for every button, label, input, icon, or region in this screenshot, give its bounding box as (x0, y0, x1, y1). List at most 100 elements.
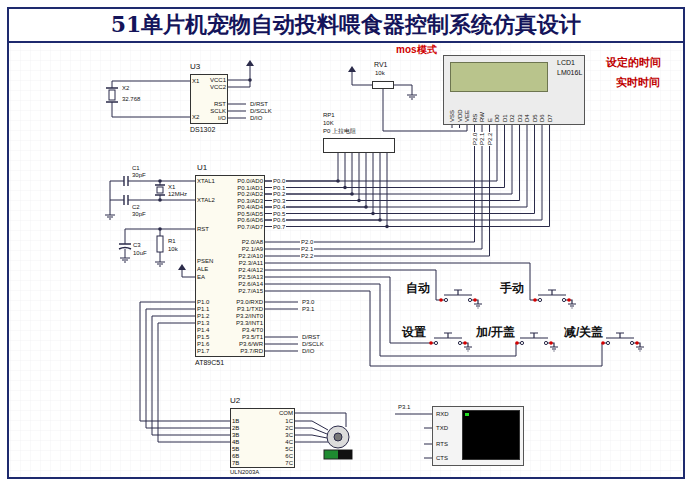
wire (265, 153, 366, 207)
wire (265, 153, 373, 214)
pin-name: 4B (232, 439, 239, 445)
state-dot (473, 298, 477, 302)
pin-name: E (487, 118, 493, 122)
resistor-pack: RP110KP0 上拉电阻 (323, 138, 395, 153)
net-label: P0.7 (272, 224, 286, 230)
net-label: D/IO (250, 115, 262, 121)
pin-name: P2.4/A12 (238, 267, 263, 273)
pin-name: P2.1/A9 (242, 246, 263, 252)
button-label: 自动 (406, 282, 430, 294)
wire (265, 153, 345, 188)
net-label: P2.2 (300, 253, 314, 259)
pin-name: P2.5/A13 (238, 274, 263, 280)
button-label: 手动 (500, 282, 524, 294)
net-label: P0.2 (272, 191, 286, 197)
pin-name: P0.1/AD1 (237, 185, 263, 191)
junction-dot (158, 227, 162, 231)
wire (265, 125, 497, 181)
pin-name: X2 (192, 114, 199, 120)
pin-name: PSEN (197, 258, 213, 264)
pin-name: D1 (502, 114, 508, 122)
button-contact (458, 341, 461, 344)
state-dot (635, 341, 639, 345)
state-dot (567, 298, 571, 302)
pin-name: P3.7/RD (240, 348, 263, 354)
pin-name: VDD (457, 109, 463, 122)
part-value: 10k (375, 70, 385, 76)
part-value: 32.768 (122, 96, 140, 102)
pin-name: ALE (197, 266, 208, 272)
net-label: P0.1 (272, 185, 286, 191)
pin-name: P1.5 (197, 334, 209, 340)
part-value: 30pF (132, 172, 146, 178)
pin-name: P3.4/T0 (242, 327, 263, 333)
pin-name: VCC1 (210, 77, 226, 83)
mcu-chip: U1AT89C51XTAL1XTAL2RSTPSENALEEAP1.0P1.1P… (195, 175, 265, 357)
junction-dot (336, 179, 340, 183)
part-ref: C2 (132, 204, 140, 210)
pin-name: SCLK (210, 108, 226, 114)
wire (265, 125, 490, 256)
pin-name: RST (214, 101, 226, 107)
pin-name: D4 (524, 114, 530, 122)
net-label: D/RST (250, 101, 268, 107)
frame (8, 8, 684, 478)
lcd-screen (450, 62, 548, 92)
button-label: 加/开盖 (476, 326, 515, 338)
part-ref: X2 (122, 85, 129, 91)
pin-name: P1.0 (197, 299, 209, 305)
button-label: 设置 (402, 326, 426, 338)
potentiometer: RV110k (372, 81, 394, 89)
pin-name: RXD (436, 411, 449, 417)
part-value: DS1302 (190, 126, 215, 133)
button-contact (544, 341, 547, 344)
pin-name: P0.7/AD7 (237, 224, 263, 230)
power-symbol (348, 66, 356, 72)
button-label: 减/关盖 (564, 326, 603, 338)
power-symbol (178, 264, 186, 270)
pin-name: D3 (517, 114, 523, 122)
pin-name: D0 (494, 114, 500, 122)
grid (9, 43, 683, 477)
pin-name: TXD (436, 425, 448, 431)
part-value: ULN2003A (230, 469, 259, 475)
cursor-mark (465, 413, 469, 416)
pin-name: 7B (232, 460, 239, 466)
pin-name: 6B (232, 453, 239, 459)
pin-name: P3.2/INT0 (236, 313, 263, 319)
button-contact (468, 298, 471, 301)
pin-name: 1C (285, 418, 293, 424)
net-label: P0.5 (272, 211, 286, 217)
pin-name: P1.6 (197, 341, 209, 347)
pin-name: VCC2 (210, 84, 226, 90)
pin-name: 7C (285, 460, 293, 466)
state-dot (439, 298, 443, 302)
pin-name: P0.3/AD3 (237, 198, 263, 204)
push-button-symbol (434, 290, 644, 351)
pin-name: P2.3/A11 (239, 260, 263, 266)
part-value: AT89C51 (195, 359, 224, 366)
part-ref: LCD1 (557, 59, 575, 66)
pin-name: 5B (232, 446, 239, 452)
title-text: 51单片机宠物自动投料喂食器控制系统仿真设计 (111, 10, 582, 40)
title-rule (8, 41, 684, 43)
pin-name: P0.6/AD6 (237, 217, 263, 223)
part-value: LM016L (557, 69, 582, 76)
capacitor-crystal-plates (106, 88, 165, 249)
net-label: D/IO (302, 348, 314, 354)
part-value: 10k (168, 246, 178, 252)
virtual-terminal: RXDTXDRTSCTS (432, 406, 524, 466)
pin-name: P2.7/A15 (238, 288, 263, 294)
pin-name: VEE (464, 110, 470, 122)
wire (265, 153, 338, 181)
part-note: P0 上拉电阻 (323, 128, 356, 134)
pin-name: P3.6/WR (239, 341, 263, 347)
pin-name: P3.0/RXD (236, 299, 263, 305)
pin-name: CTS (436, 455, 448, 461)
state-dot (601, 341, 605, 345)
title-band: 51单片机宠物自动投料喂食器控制系统仿真设计 (8, 8, 684, 42)
pin-name: 3C (285, 432, 293, 438)
motor-indicator (324, 450, 352, 459)
pin-name: P3.3/INT1 (236, 320, 263, 326)
